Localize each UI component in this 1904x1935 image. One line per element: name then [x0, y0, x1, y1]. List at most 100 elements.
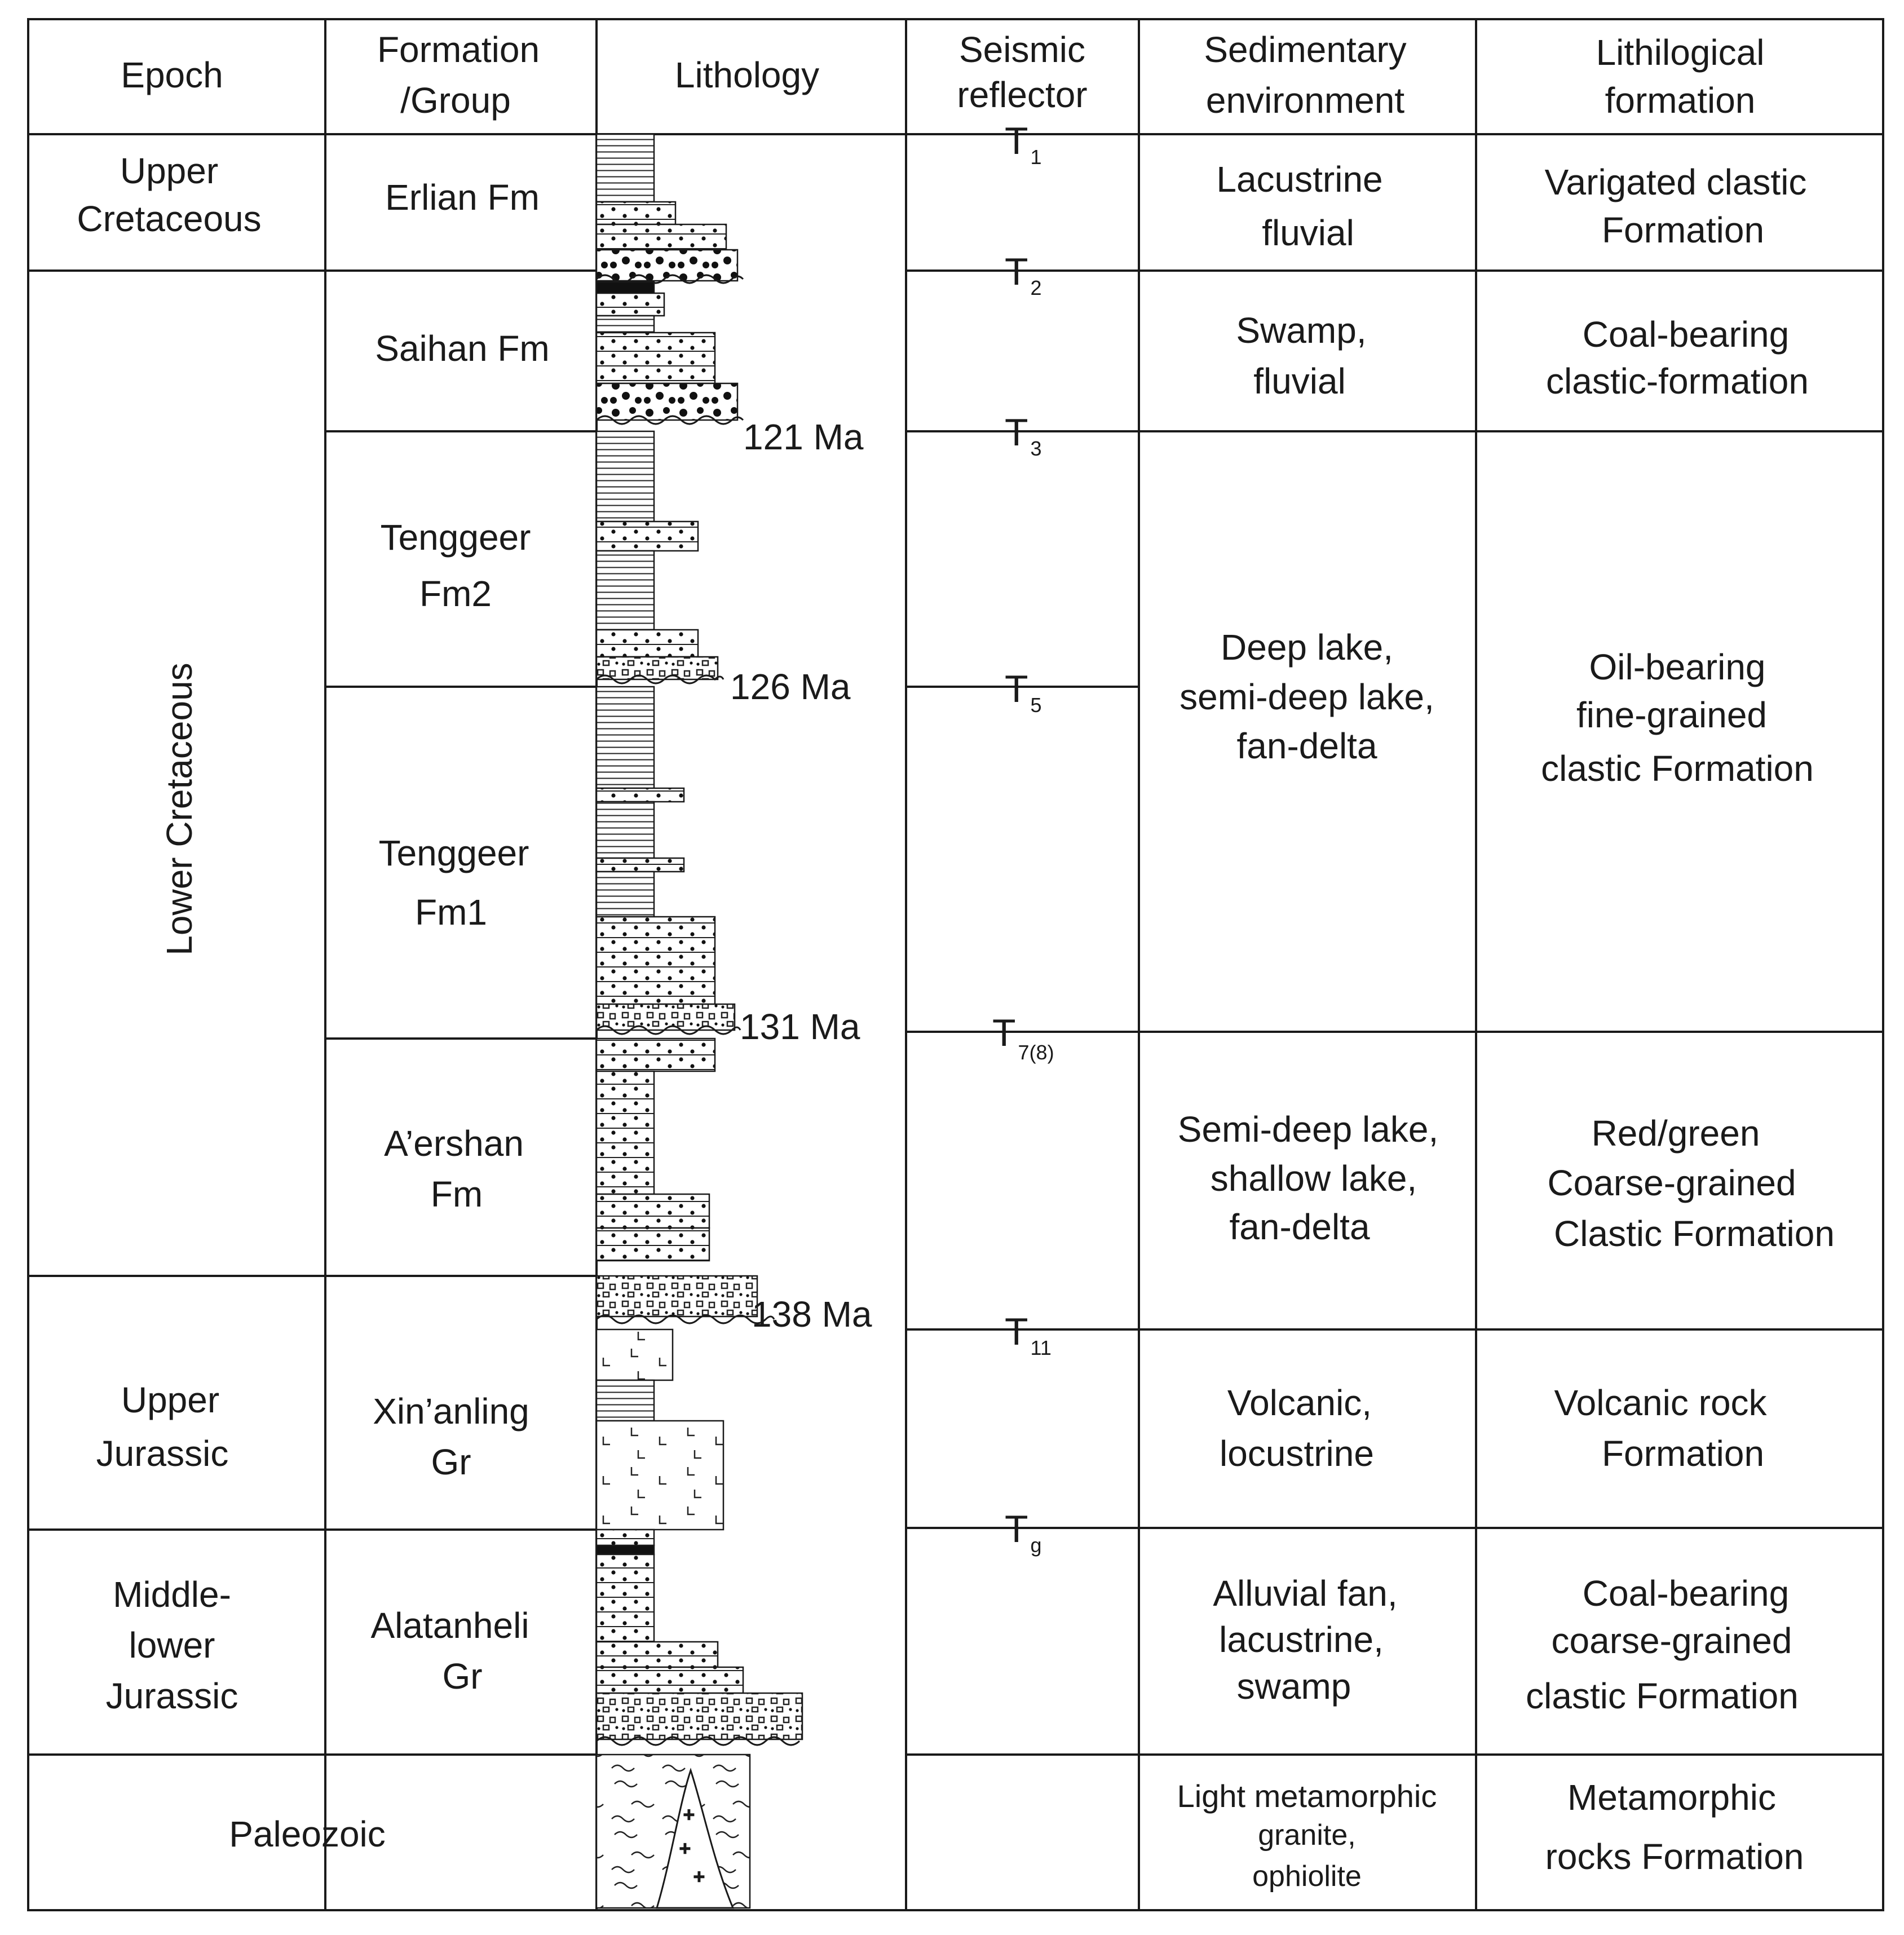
epoch-upper-jurassic-l1: Upper: [121, 1380, 219, 1420]
epoch-upper-jurassic-l2: Jurassic: [96, 1433, 229, 1474]
lith-mudstone: [595, 686, 655, 789]
lith-granite-intrusion: [655, 1768, 735, 1909]
lf-tenggeer-l1: Oil-bearing: [1589, 647, 1765, 687]
lith-sandstone: [595, 292, 665, 317]
lith-sandstone: [595, 787, 685, 803]
formation-alatanheli-l2: Gr: [442, 1656, 482, 1697]
formation-xinanling-l1: Xin’anling: [373, 1391, 529, 1432]
env-alatanheli-l3: swamp: [1237, 1666, 1351, 1707]
env-alatanheli-l1: Alluvial fan,: [1213, 1573, 1397, 1614]
header-row: Epoch Formation /Group Lithology Seismic…: [121, 29, 1764, 121]
age-121: 121 Ma: [743, 417, 864, 457]
lithology-column: + + +: [595, 133, 803, 1909]
lith-sandstone: [595, 857, 685, 873]
lith-mudstone: [595, 430, 655, 523]
lith-unconformity: [595, 415, 744, 425]
header-lith-formation-line2: formation: [1605, 80, 1756, 121]
table-grid: [27, 18, 1884, 1911]
lith-volcanic: [595, 1328, 674, 1381]
env-alatanheli-l2: lacustrine,: [1219, 1619, 1384, 1660]
epoch-upper-cretaceous-l2: Cretaceous: [77, 198, 261, 239]
lf-alatanheli-l1: Coal-bearing: [1583, 1573, 1789, 1614]
env-tenggeer-l1: Deep lake,: [1221, 627, 1393, 668]
lf-saihan-l2: clastic-formation: [1546, 361, 1809, 401]
lf-aershan-l3: Clastic Formation: [1554, 1213, 1835, 1254]
lith-gravel: [595, 1275, 758, 1318]
header-environment-line2: environment: [1206, 80, 1404, 121]
lith-unconformity: [595, 1025, 741, 1035]
age-labels: 121 Ma 126 Ma 131 Ma 138 Ma: [730, 417, 872, 1335]
epoch-column: Upper Cretaceous Lower Cretaceous Upper …: [77, 151, 385, 1854]
age-138: 138 Ma: [752, 1294, 872, 1335]
env-xinanling-l2: locustrine: [1220, 1433, 1374, 1474]
lith-conglomerate: [595, 382, 739, 421]
env-tenggeer-l2: semi-deep lake,: [1179, 677, 1434, 717]
lith-unconformity: [595, 1314, 775, 1324]
lith-mudstone: [595, 315, 655, 334]
env-aershan-l2: shallow lake,: [1211, 1158, 1417, 1199]
lf-alatanheli-l2: coarse-grained: [1552, 1620, 1792, 1661]
lith-coal: [595, 1544, 655, 1556]
lith-sandstone: [595, 629, 699, 658]
header-seismic-line2: reflector: [957, 74, 1087, 115]
lith-sandstone: [595, 1037, 716, 1072]
header-epoch: Epoch: [121, 55, 223, 95]
lf-saihan-l1: Coal-bearing: [1583, 314, 1789, 355]
lith-mudstone: [595, 801, 655, 859]
lf-paleozoic-l1: Metamorphic: [1567, 1777, 1776, 1818]
lith-mudstone: [595, 550, 655, 631]
env-saihan-l1: Swamp,: [1236, 310, 1366, 351]
age-131: 131 Ma: [740, 1006, 860, 1047]
environment-column: Lacustrine fluvial Swamp, fluvial Deep l…: [1177, 159, 1439, 1893]
lith-conglomerate: [595, 249, 739, 282]
lith-sandstone: [595, 1553, 655, 1643]
formation-aershan-l1: A’ershan: [384, 1123, 524, 1164]
lf-aershan-l1: Red/green: [1592, 1113, 1760, 1154]
env-xinanling-l1: Volcanic,: [1227, 1382, 1372, 1423]
lf-erlian-l1: Varigated clastic: [1545, 162, 1807, 202]
lf-alatanheli-l3: clastic Formation: [1526, 1676, 1799, 1716]
lith-gravel: [595, 1003, 736, 1031]
env-saihan-l2: fluvial: [1253, 361, 1346, 401]
env-erlian-l1: Lacustrine: [1216, 159, 1382, 200]
lith-mudstone: [595, 1379, 655, 1422]
formation-tenggeer2-l1: Tenggeer: [381, 517, 531, 558]
lith-sandstone: [595, 1666, 744, 1694]
formation-tenggeer1-l1: Tenggeer: [379, 833, 529, 873]
env-paleozoic-l2: granite,: [1258, 1819, 1355, 1852]
formation-tenggeer1-l2: Fm1: [415, 892, 487, 933]
seismic-reflector-column: [906, 133, 1139, 1529]
lith-sandstone: [595, 201, 677, 226]
env-tenggeer-l3: fan-delta: [1236, 726, 1377, 766]
header-formation-line1: Formation: [377, 29, 540, 70]
env-aershan-l3: fan-delta: [1229, 1207, 1370, 1247]
lith-sandstone: [595, 1641, 719, 1668]
lith-gravel: [595, 656, 719, 681]
formation-alatanheli-l1: Alatanheli: [370, 1605, 529, 1646]
epoch-lower-cretaceous: Lower Cretaceous: [159, 662, 200, 955]
lf-xinanling-l1: Volcanic rock: [1554, 1382, 1767, 1423]
formation-saihan: Saihan Fm: [375, 328, 549, 369]
granite-plus: +: [679, 1838, 691, 1859]
lf-erlian-l2: Formation: [1602, 210, 1764, 250]
lith-mudstone: [595, 871, 655, 918]
formation-erlian: Erlian Fm: [385, 177, 540, 218]
lith-sandstone: [595, 1227, 710, 1262]
env-paleozoic-l1: Light metamorphic: [1177, 1778, 1437, 1814]
epoch-upper-cretaceous-l1: Upper: [120, 151, 218, 191]
lith-sandstone: [595, 1528, 655, 1547]
header-lith-formation-line1: Lithilogical: [1596, 32, 1765, 73]
epoch-middle-lower-jurassic-l1: Middle-: [113, 1574, 231, 1615]
formation-aershan-l2: Fm: [431, 1174, 483, 1214]
lith-siltstone: [595, 1070, 655, 1195]
lith-sandstone: [595, 223, 727, 251]
lith-formation-column: Varigated clastic Formation Coal-bearing…: [1526, 162, 1835, 1877]
lith-unconformity: [595, 674, 725, 684]
